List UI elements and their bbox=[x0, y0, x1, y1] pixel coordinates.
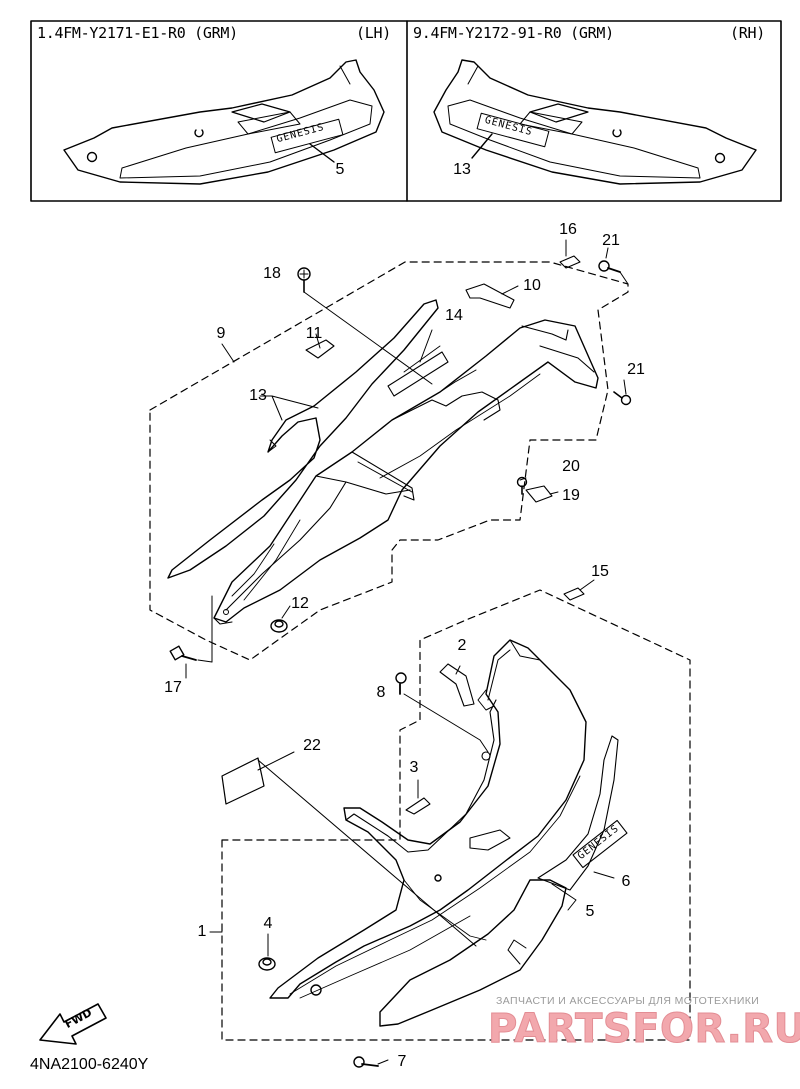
callout-13: 13 bbox=[249, 387, 267, 404]
grommet-4 bbox=[258, 957, 276, 971]
lh-part-number: 1.4FM-Y2171-E1-R0 (GRM) bbox=[37, 24, 238, 42]
leader-rh-13 bbox=[471, 133, 493, 159]
callout-14: 14 bbox=[445, 307, 463, 324]
bolt-21-top bbox=[598, 260, 621, 273]
callout-13-rh: 13 bbox=[453, 161, 471, 178]
callout-22: 22 bbox=[303, 737, 321, 754]
lower-pad-3 bbox=[405, 797, 431, 815]
diagram-code: 4NA2100-6240Y bbox=[30, 1056, 149, 1073]
screw-20 bbox=[516, 476, 528, 495]
screw-7 bbox=[353, 1056, 379, 1068]
callout-11: 11 bbox=[305, 325, 323, 342]
callout-15: 15 bbox=[591, 563, 609, 580]
rh-side-cover-inset bbox=[433, 59, 757, 185]
grommet-12 bbox=[270, 619, 288, 633]
lower-assembly-boundary bbox=[221, 589, 691, 1041]
callout-3: 3 bbox=[409, 759, 419, 776]
callout-16: 16 bbox=[559, 221, 577, 238]
grommet-15 bbox=[563, 587, 585, 601]
screw-18 bbox=[297, 267, 311, 293]
fwd-arrow-icon bbox=[39, 1003, 107, 1045]
callout-8: 8 bbox=[376, 684, 386, 701]
callout-21-right: 21 bbox=[627, 361, 645, 378]
nut-19 bbox=[525, 485, 553, 503]
upper-side-cover-panel bbox=[167, 299, 439, 579]
callout-12: 12 bbox=[291, 595, 309, 612]
callout-1: 1 bbox=[197, 923, 207, 940]
watermark-brand: PARTSFOR.RU bbox=[488, 1006, 800, 1053]
callout-7: 7 bbox=[397, 1053, 407, 1070]
callout-6: 6 bbox=[621, 873, 631, 890]
bolt-17 bbox=[169, 645, 197, 661]
rh-part-number: 9.4FM-Y2172-91-R0 (GRM) bbox=[413, 24, 614, 42]
upper-leaders bbox=[185, 239, 629, 679]
lower-side-cover-panel bbox=[379, 735, 619, 1027]
callout-10: 10 bbox=[523, 277, 541, 294]
lower-leaders bbox=[209, 579, 615, 1065]
upper-decal-strip bbox=[387, 351, 449, 397]
rh-genesis-emblem bbox=[476, 112, 550, 148]
lh-genesis-emblem bbox=[270, 118, 344, 154]
watermark-subtitle: ЗАПЧАСТИ И АКСЕССУАРЫ ДЛЯ МОТОТЕХНИКИ bbox=[496, 995, 760, 1007]
lh-side-cover-inset bbox=[63, 59, 385, 185]
callout-9: 9 bbox=[216, 325, 226, 342]
screw-8 bbox=[395, 672, 407, 695]
callout-5: 5 bbox=[585, 903, 595, 920]
callout-20: 20 bbox=[562, 458, 580, 475]
callout-18: 18 bbox=[263, 265, 281, 282]
genesis-emblem-6 bbox=[572, 819, 628, 869]
small-pad bbox=[305, 339, 335, 359]
lower-side-cover bbox=[269, 639, 587, 999]
callout-2: 2 bbox=[457, 637, 467, 654]
leader-lh-5 bbox=[309, 143, 335, 163]
damper bbox=[465, 283, 515, 309]
callout-17: 17 bbox=[164, 679, 182, 696]
header-box bbox=[30, 20, 782, 202]
upper-assembly-boundary bbox=[149, 261, 629, 661]
callout-21-top: 21 bbox=[602, 232, 620, 249]
callout-5-lh: 5 bbox=[335, 161, 345, 178]
upper-rear-cowl bbox=[213, 319, 599, 625]
warning-sticker-22 bbox=[221, 757, 265, 805]
callout-4: 4 bbox=[263, 915, 273, 932]
bolt-21-right bbox=[613, 391, 632, 406]
lh-side-label: (LH) bbox=[356, 24, 391, 42]
grommet bbox=[559, 255, 581, 269]
rh-side-label: (RH) bbox=[730, 24, 765, 42]
lower-bracket-2 bbox=[439, 663, 475, 707]
callout-19: 19 bbox=[562, 487, 580, 504]
